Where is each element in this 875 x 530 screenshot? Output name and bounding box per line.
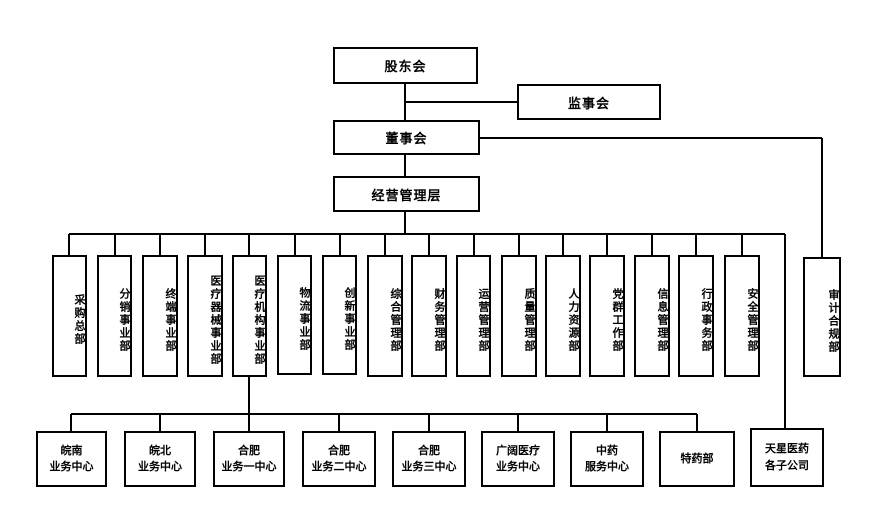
center-line1: 皖北	[149, 443, 171, 457]
dept-quality: 质量管理部	[501, 255, 537, 377]
center-hefei-1: 合肥 业务一中心	[213, 431, 285, 487]
center-line2: 业务一中心	[221, 460, 277, 473]
center-line2: 业务中心	[49, 460, 94, 473]
center-line2: 业务三中心	[401, 460, 457, 473]
center-hefei-3: 合肥 业务三中心	[392, 431, 466, 487]
board-box: 董事会	[333, 120, 480, 155]
dept-medical-institutions: 医疗机构事业部	[232, 255, 267, 377]
center-line2: 业务中心	[496, 460, 540, 473]
center-special-drugs: 特药部	[659, 431, 735, 487]
dept-human-resources: 人力资源部	[545, 255, 581, 377]
dept-innovation: 创新事业部	[322, 255, 357, 375]
center-line1: 合肥	[328, 443, 350, 457]
center-broad-medical: 广阔医疗 业务中心	[481, 431, 555, 487]
center-line1: 皖南	[60, 443, 83, 457]
dept-general-management: 综合管理部	[367, 255, 403, 377]
center-line1: 合肥	[238, 443, 260, 457]
supervisors-box: 监事会	[517, 84, 661, 120]
center-line2: 业务中心	[138, 460, 182, 473]
center-line1: 特药部	[680, 451, 714, 465]
management-box: 经营管理层	[333, 176, 480, 212]
dept-distribution: 分销事业部	[97, 255, 132, 377]
dept-logistics: 物流事业部	[277, 255, 312, 375]
center-line2: 业务二中心	[311, 460, 367, 473]
subsidiary-line1: 天星医药	[765, 442, 809, 455]
dept-party-affairs: 党群工作部	[589, 255, 625, 377]
center-line2: 服务中心	[585, 460, 629, 473]
dept-finance: 财务管理部	[411, 255, 447, 377]
center-line1: 中药	[596, 443, 618, 457]
dept-operations: 运营管理部	[456, 255, 491, 377]
center-wanbei: 皖北 业务中心	[124, 431, 196, 487]
dept-administration: 行政事务部	[678, 255, 714, 377]
dept-audit-compliance: 审计合规部	[803, 257, 841, 377]
dept-terminal: 终端事业部	[142, 255, 178, 377]
center-hefei-2: 合肥 业务二中心	[302, 431, 376, 487]
subsidiaries-box: 天星医药 各子公司	[750, 428, 824, 487]
center-line1: 合肥	[418, 443, 440, 457]
dept-safety: 安全管理部	[724, 255, 760, 377]
dept-information: 信息管理部	[634, 255, 670, 377]
dept-medical-devices: 医疗器械事业部	[187, 255, 223, 377]
center-line1: 广阔医疗	[496, 443, 540, 457]
center-tcm-service: 中药 服务中心	[570, 431, 644, 487]
dept-procurement: 采购总部	[52, 255, 87, 377]
subsidiary-line2: 各子公司	[765, 458, 809, 472]
center-wannan: 皖南 业务中心	[36, 431, 107, 487]
shareholders-box: 股东会	[333, 47, 478, 84]
